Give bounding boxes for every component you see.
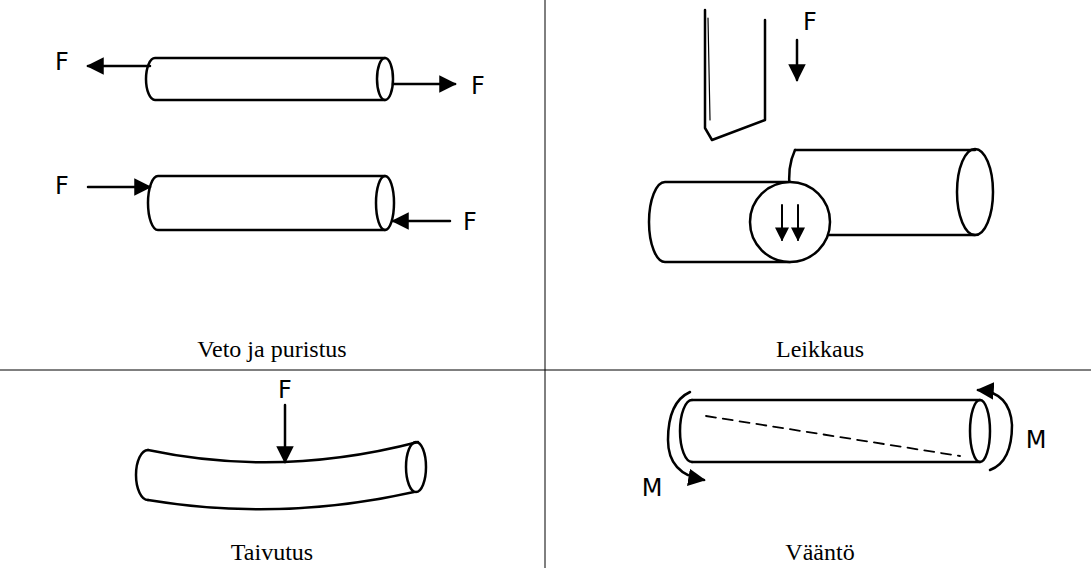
force-label: F [471, 73, 485, 99]
caption: Leikkaus [776, 336, 864, 362]
caption: Vääntö [785, 539, 854, 565]
caption: Taivutus [231, 539, 313, 565]
shear-sketch [649, 10, 993, 262]
divider [545, 0, 546, 568]
torsion-rod [668, 390, 1012, 480]
force-label: F [278, 377, 292, 403]
moment-label: M [1026, 427, 1047, 453]
caption: Veto ja puristus [197, 336, 346, 362]
force-label: F [803, 9, 817, 35]
moment-label: M [642, 475, 663, 501]
force-label: F [55, 173, 69, 199]
force-label: F [55, 49, 69, 75]
bending-beam [136, 405, 426, 509]
tension-rod [88, 58, 455, 100]
force-label: F [463, 209, 477, 235]
divider [0, 370, 1091, 371]
compression-rod [88, 176, 450, 230]
